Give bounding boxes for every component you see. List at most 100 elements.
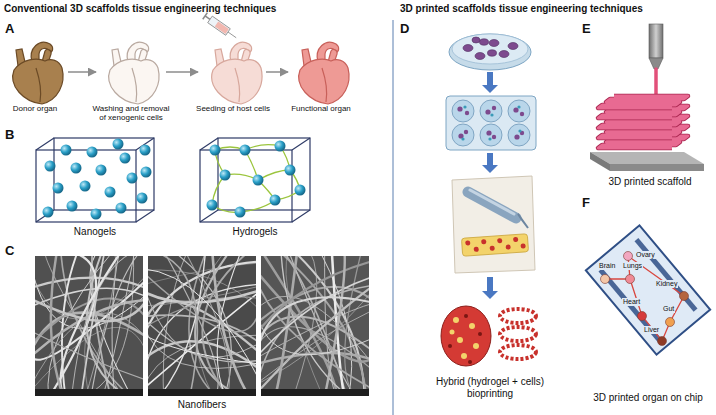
nanofiber — [261, 297, 369, 360]
well-plate — [514, 134, 519, 139]
well-plate — [465, 111, 469, 115]
heart-illustration — [299, 42, 349, 104]
petri-dish — [489, 40, 499, 47]
organ-label: Brain — [598, 262, 616, 270]
cube-outline — [292, 138, 310, 150]
panel-letter: A — [5, 22, 21, 37]
well-plate — [446, 96, 536, 150]
sem-data-bar — [35, 389, 143, 396]
printed-tissue — [441, 306, 491, 366]
process-arrow — [166, 71, 198, 73]
syringe-icon — [205, 16, 210, 19]
petri-dish — [463, 37, 518, 60]
printed-tissue — [448, 344, 452, 348]
well-plate — [508, 124, 530, 146]
well-plate — [461, 137, 464, 140]
well-plate — [461, 105, 521, 140]
printed-tissue — [441, 306, 536, 366]
build-platform — [590, 152, 610, 171]
nanogel-sphere — [96, 165, 107, 176]
process-arrow — [68, 71, 288, 73]
printed-tissue — [500, 345, 536, 359]
polymer-link — [240, 200, 275, 212]
organ-chip — [601, 275, 610, 284]
nanofiber — [261, 279, 369, 390]
organ-chip — [586, 225, 710, 354]
syringe-icon — [215, 22, 229, 34]
panel-letter: F — [582, 196, 598, 211]
nanofiber — [51, 256, 65, 396]
bioprinter — [513, 237, 518, 242]
heart-illustration — [13, 42, 63, 104]
well-plate — [452, 100, 530, 146]
nanogel-sphere — [113, 139, 124, 150]
well-plate — [457, 106, 462, 111]
nanogel-sphere — [116, 203, 127, 214]
nanofiber — [148, 284, 256, 358]
figure-caption: 3D printed scaffold — [585, 176, 715, 188]
printed-tissue — [468, 360, 472, 364]
petri-dish — [449, 34, 531, 70]
hydrogel-sphere — [295, 185, 306, 196]
hydrogel-sphere — [220, 170, 231, 181]
figure-caption: 3D printed organ on chip — [581, 392, 715, 404]
cube-outline — [292, 210, 310, 222]
bioprinter — [452, 176, 535, 273]
syringe-icon — [203, 13, 239, 41]
flow-arrow — [482, 277, 498, 299]
nanogel-sphere — [45, 161, 56, 172]
well-plate — [518, 129, 521, 132]
nanofiber-mesh — [261, 256, 369, 396]
panel-letter: E — [582, 22, 598, 37]
petri-dish — [449, 34, 531, 70]
well-plate — [513, 107, 518, 112]
polymer-link — [212, 145, 300, 213]
cube-outline — [218, 138, 310, 210]
printed-tissue — [450, 330, 455, 335]
nanofiber — [261, 296, 369, 366]
figure-caption: Nanogels — [55, 226, 135, 238]
well-plate — [486, 130, 491, 135]
nanofiber — [85, 256, 132, 396]
printed-tissue — [500, 309, 536, 323]
printed-tissue — [453, 317, 459, 323]
bioprinter — [474, 247, 479, 252]
printed-tissue — [500, 327, 536, 341]
nanofiber — [261, 277, 369, 358]
organ-label: Ovary — [635, 251, 656, 259]
organ-label: Kidney — [655, 280, 678, 288]
well-plate — [520, 112, 524, 116]
flow-arrow — [482, 153, 498, 173]
hydrogel-sphere — [210, 145, 221, 156]
nanogel-sphere — [127, 173, 138, 184]
hydrogel-sphere — [275, 141, 286, 152]
print-nozzle — [649, 24, 663, 94]
hydrogel-sphere — [207, 200, 218, 211]
printed-tissue — [473, 343, 479, 349]
printed-tissue — [448, 314, 482, 364]
organ-chip — [624, 252, 633, 261]
cube-outline — [36, 138, 54, 150]
build-platform — [610, 164, 704, 171]
cube-outline — [54, 138, 154, 210]
nanogel-sphere — [91, 209, 102, 220]
heart-illustration — [109, 42, 159, 104]
nanofiber — [261, 310, 369, 385]
step-caption: Washing and removal of xenogenic cells — [89, 104, 173, 122]
nanofiber — [163, 256, 187, 396]
nanogel-sphere — [87, 147, 98, 158]
bioprinter — [490, 246, 495, 251]
hydrogel-sphere — [285, 165, 296, 176]
nanogel-sphere — [120, 153, 131, 164]
panel-heading: Conventional 3D scaffolds tissue enginee… — [4, 3, 390, 15]
nanogel-sphere — [80, 181, 91, 192]
printed-tissue — [464, 314, 468, 318]
nanofiber — [148, 270, 256, 311]
well-plate — [480, 100, 502, 122]
nanofiber — [151, 256, 197, 396]
scaffold-strand — [598, 96, 688, 108]
bioprinter — [465, 240, 470, 245]
printed-tissue — [478, 332, 482, 336]
